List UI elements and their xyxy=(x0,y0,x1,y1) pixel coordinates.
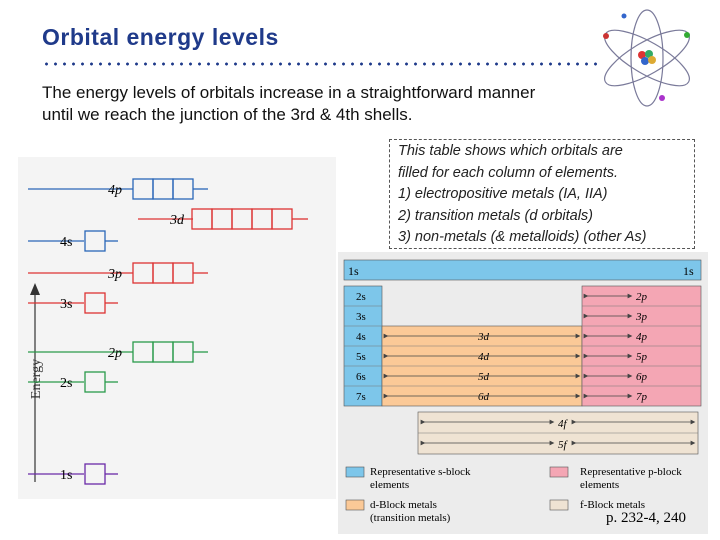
periodic-table-blocks: 1s 1s 2s 3s 4s 5s 6s 7s 2p 3p 4p xyxy=(338,252,708,534)
svg-text:1s: 1s xyxy=(60,468,72,483)
ptable-2p: 2p xyxy=(636,291,648,303)
note-line-2: filled for each column of elements. xyxy=(398,164,619,181)
page-reference: p. 232-4, 240 xyxy=(606,510,686,526)
level-2s: 2s xyxy=(28,371,118,393)
energy-level-diagram: Energy 4p 3d 4s xyxy=(18,157,336,499)
ptable-1s-right: 1s xyxy=(683,264,694,278)
note-line-1: This table shows which orbitals are xyxy=(398,143,623,159)
ptable-3d: 3d xyxy=(477,331,490,343)
note-box: This table shows which orbitals are fill… xyxy=(389,139,695,249)
level-3s: 3s xyxy=(28,292,118,314)
ptable-2s: 2s xyxy=(356,291,366,303)
legend-f-swatch xyxy=(549,499,569,511)
ptable-5p: 5p xyxy=(636,351,648,363)
svg-text:3s: 3s xyxy=(60,297,72,312)
legend-p-line2: elements xyxy=(580,479,619,491)
legend-p-swatch xyxy=(549,466,569,478)
ptable-4f: 4f xyxy=(558,418,569,430)
level-4s: 4s xyxy=(28,230,118,252)
ptable-5f: 5f xyxy=(558,439,569,451)
legend-f-line1: f-Block metals xyxy=(580,499,645,511)
level-1s: 1s xyxy=(28,463,118,485)
level-2p: 2p xyxy=(28,341,208,363)
note-line-3: 1) electropositive metals (IA, IIA) xyxy=(398,186,608,202)
legend-d-line1: d-Block metals xyxy=(370,499,437,511)
svg-text:Energy: Energy xyxy=(29,359,44,399)
svg-text:4s: 4s xyxy=(60,235,72,250)
ptable-7s: 7s xyxy=(356,391,366,403)
dotted-divider xyxy=(42,62,602,66)
ptable-6p: 6p xyxy=(636,371,648,383)
intro-line-2: until we reach the junction of the 3rd &… xyxy=(42,105,413,124)
legend-d-swatch xyxy=(345,499,365,511)
legend-s-line1: Representative s-block xyxy=(370,466,471,478)
note-line-4: 2) transition metals (d orbitals) xyxy=(398,207,594,224)
atom-icon xyxy=(603,9,690,107)
svg-text:4p: 4p xyxy=(108,183,122,198)
svg-text:3p: 3p xyxy=(107,267,122,282)
ptable-7p: 7p xyxy=(636,391,648,403)
ptable-5d: 5d xyxy=(478,371,490,383)
intro-line-1: The energy levels of orbitals increase i… xyxy=(42,83,536,102)
ptable-6s: 6s xyxy=(356,371,366,383)
ptable-3s: 3s xyxy=(356,311,366,323)
level-3d: 3d xyxy=(138,208,308,230)
slide-title: Orbital energy levels xyxy=(42,24,279,50)
ptable-3p: 3p xyxy=(635,311,648,323)
level-3p: 3p xyxy=(28,262,208,284)
ptable-5s: 5s xyxy=(356,351,366,363)
ptable-1s-left: 1s xyxy=(348,264,359,278)
legend-s-line2: elements xyxy=(370,479,409,491)
ptable-4s: 4s xyxy=(356,331,366,343)
ptable-6d: 6d xyxy=(478,391,490,403)
legend-d-line2: (transition metals) xyxy=(370,512,451,524)
svg-text:2s: 2s xyxy=(60,376,72,391)
level-4p: 4p xyxy=(28,178,208,200)
ptable-4p: 4p xyxy=(636,331,648,343)
intro-text: The energy levels of orbitals increase i… xyxy=(42,82,602,126)
ptable-4d: 4d xyxy=(478,351,490,363)
energy-axis-label: Energy xyxy=(29,359,44,399)
legend-p-line1: Representative p-block xyxy=(580,466,682,478)
svg-text:2p: 2p xyxy=(108,346,122,361)
svg-text:3d: 3d xyxy=(169,213,185,228)
legend-s-swatch xyxy=(345,466,365,478)
note-line-5: 3) non-metals (& metalloids) (other As) xyxy=(398,229,647,245)
